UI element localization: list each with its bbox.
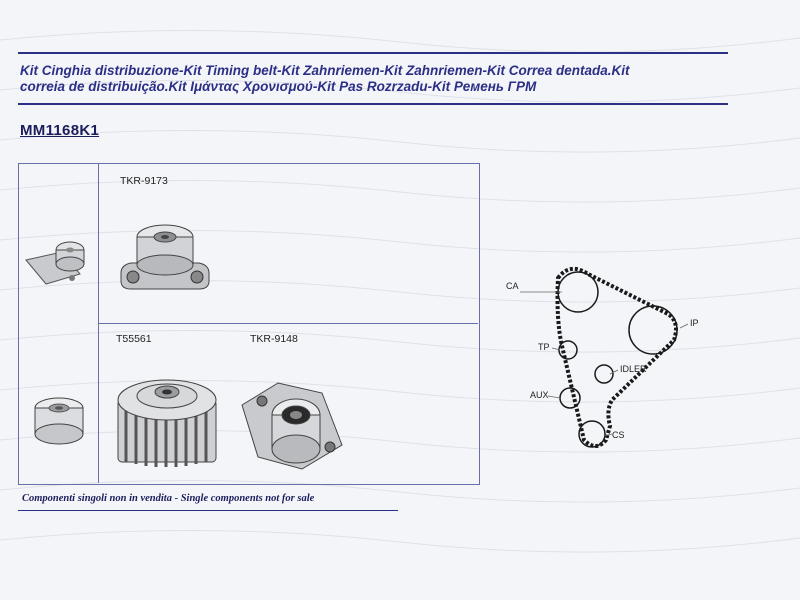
kit-title: Kit Cinghia distribuzione-Kit Timing bel… [20, 63, 730, 95]
footer-note: Componenti singoli non in vendita - Sing… [22, 493, 315, 504]
part-code: MM1168K1 [20, 122, 100, 139]
tensioner-label: TKR-9173 [120, 175, 168, 187]
label-tp: TP [538, 342, 550, 352]
pulley-idler [594, 364, 614, 384]
title-underline [18, 103, 728, 105]
label-aux: AUX [530, 390, 549, 400]
tensioner-image-icon [120, 224, 210, 290]
idler-label: TKR-9148 [250, 333, 298, 345]
label-idler: IDLER [620, 364, 647, 374]
belt-part-label: T55561 [116, 333, 152, 345]
pulley-cs [578, 420, 606, 448]
title-line-1: Kit Cinghia distribuzione-Kit Timing bel… [20, 63, 630, 78]
belt-routing-diagram: CA IP TP IDLER AUX CS [506, 266, 699, 448]
tensioner-thumbnail-icon [25, 241, 85, 285]
top-rule [18, 52, 728, 54]
components-panel [18, 163, 480, 485]
belt-path [555, 266, 678, 448]
pulley-thumbnail-icon [34, 397, 84, 445]
footer-rule [18, 510, 398, 511]
pulley-aux [559, 387, 581, 409]
pulley-tp [558, 340, 578, 360]
pulley-ip [628, 305, 678, 355]
components-divider-horizontal [98, 323, 478, 324]
label-ca: CA [506, 281, 519, 291]
title-line-2: correia de distribuição.Kit Ιμάντας Χρον… [20, 79, 537, 94]
label-ip: IP [690, 318, 699, 328]
toothed-pulley-icon [117, 379, 217, 467]
label-cs: CS [612, 430, 625, 440]
pulley-ca [557, 271, 599, 313]
idler-image-icon [241, 382, 343, 470]
